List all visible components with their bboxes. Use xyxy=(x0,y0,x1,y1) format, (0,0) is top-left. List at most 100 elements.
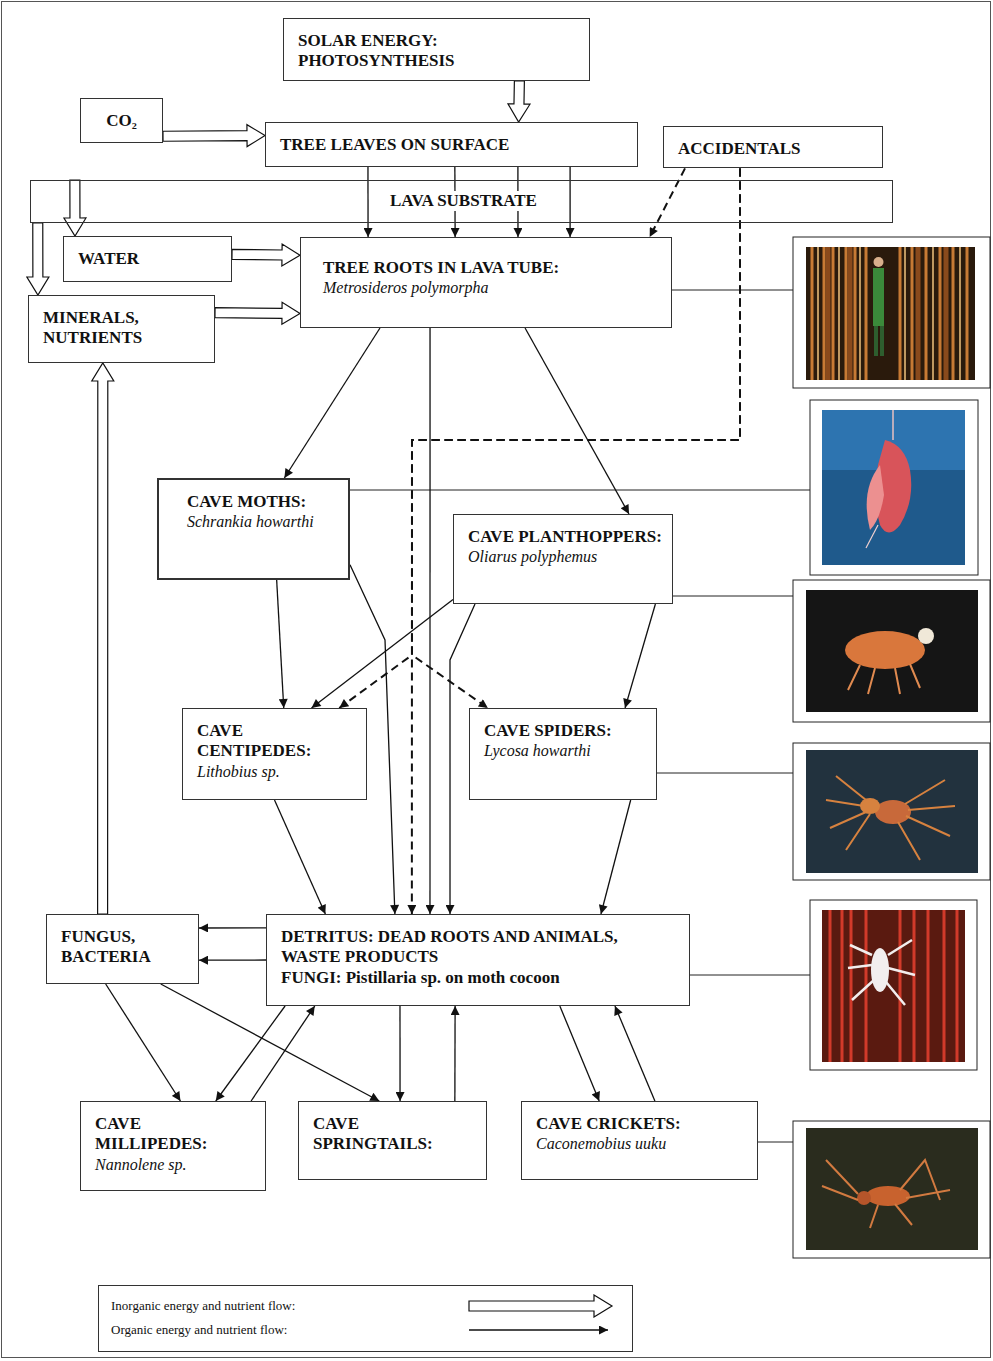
photo-frame xyxy=(810,900,977,1070)
box-text: FUNGUS, BACTERIA xyxy=(61,927,188,968)
process-box: CAVE SPIDERS:Lycosa howarthi xyxy=(469,708,657,800)
box-text: CO₂ xyxy=(85,111,158,131)
root-strands xyxy=(828,247,946,380)
organic-flow-arrow xyxy=(275,800,326,914)
organic-flow-arrow xyxy=(560,1006,599,1101)
moth-figure xyxy=(892,410,894,440)
process-box: CAVE SPRINGTAILS: xyxy=(298,1101,487,1180)
moth-figure xyxy=(867,465,884,530)
organic-flow-arrow xyxy=(199,927,266,929)
organic-flow-arrow xyxy=(312,600,454,709)
process-box: FUNGUS, BACTERIA xyxy=(46,914,199,984)
leader-line xyxy=(690,975,810,976)
process-box: CAVE CENTIPEDES:Lithobius sp. xyxy=(182,708,367,800)
process-box: SOLAR ENERGY: PHOTOSYNTHESIS xyxy=(283,18,590,81)
process-box: CAVE MILLIPEDES:Nannolene sp. xyxy=(80,1101,266,1191)
legend-swatch xyxy=(466,1294,616,1318)
leader-line xyxy=(350,490,810,491)
species-name: Lycosa howarthi xyxy=(484,741,646,760)
species-name: Lithobius sp. xyxy=(197,762,356,781)
inorganic-flow-arrow xyxy=(163,125,265,147)
planthopper-figure xyxy=(848,664,920,694)
organic-flow-arrow xyxy=(106,984,181,1101)
photo-ground xyxy=(822,910,965,1062)
person-figure xyxy=(880,326,884,356)
process-box: CAVE MOTHS:Schrankia howarthi xyxy=(157,478,350,580)
root-strands xyxy=(818,247,960,380)
box-text: CAVE SPRINGTAILS: xyxy=(313,1114,476,1155)
species-name: Schrankia howarthi xyxy=(187,512,338,531)
organic-flow-arrow xyxy=(399,1006,400,1101)
box-text: TREE ROOTS IN LAVA TUBE: xyxy=(323,258,661,278)
leader-line xyxy=(673,596,793,597)
fungus-figure xyxy=(848,940,915,1005)
organic-flow-arrow xyxy=(454,1006,456,1101)
organic-flow-arrow xyxy=(650,168,685,237)
photo-ground xyxy=(806,247,975,380)
legend-box: Inorganic energy and nutrient flow:Organ… xyxy=(98,1285,633,1352)
species-name: Metrosideros polymorpha xyxy=(323,278,661,297)
photo-ground xyxy=(806,1128,978,1250)
photo-frame xyxy=(793,743,990,880)
process-box: DETRITUS: DEAD ROOTS AND ANIMALS, WASTE … xyxy=(266,914,690,1006)
box-text: ACCIDENTALS xyxy=(678,139,872,159)
organic-flow-arrow xyxy=(216,1006,285,1101)
legend-swatch xyxy=(466,1318,616,1342)
person-figure xyxy=(874,257,884,267)
species-name: Caconemobius uuku xyxy=(536,1134,747,1153)
cricket-figure xyxy=(866,1186,910,1206)
leader-line xyxy=(672,290,793,291)
box-text: CAVE MOTHS: xyxy=(187,492,338,512)
photo-frame xyxy=(810,400,978,575)
inorganic-flow-arrow xyxy=(215,302,300,324)
photo-frame xyxy=(793,580,990,722)
box-text: CAVE PLANTHOPPERS: xyxy=(468,527,662,547)
process-box: WATER xyxy=(63,236,232,282)
box-text: WATER xyxy=(78,249,221,269)
box-text: MINERALS, NUTRIENTS xyxy=(43,308,204,349)
photo-frame xyxy=(793,1121,990,1258)
process-box: CO₂ xyxy=(80,98,163,143)
species-name: Oliarus polyphemus xyxy=(468,547,662,566)
organic-flow-arrow xyxy=(367,167,368,237)
organic-flow-arrow xyxy=(615,1006,655,1101)
organic-flow-arrow xyxy=(251,1006,315,1101)
fungus-figure xyxy=(871,948,889,992)
organic-flow-arrow xyxy=(277,580,284,708)
inorganic-flow-arrow xyxy=(92,363,114,914)
inorganic-flow-arrow xyxy=(64,180,86,236)
organic-flow-arrow xyxy=(284,328,380,478)
photo-frame xyxy=(793,237,990,388)
box-text: DETRITUS: DEAD ROOTS AND ANIMALS, WASTE … xyxy=(281,927,679,968)
legend-arrow xyxy=(469,1295,612,1317)
box-text: CAVE CRICKETS: xyxy=(536,1114,747,1134)
organic-flow-arrow xyxy=(625,604,655,708)
organic-flow-arrow xyxy=(429,328,430,914)
species-name: Nannolene sp. xyxy=(95,1155,255,1174)
substrate-band: LAVA SUBSTRATE xyxy=(30,180,893,223)
person-figure xyxy=(873,268,884,326)
cricket-figure xyxy=(857,1191,871,1205)
process-box: TREE LEAVES ON SURFACE xyxy=(265,122,638,167)
box-text: FUNGI: Pistillaria sp. on moth cocoon xyxy=(281,968,679,988)
box-text: LAVA SUBSTRATE xyxy=(385,191,542,211)
moth-figure xyxy=(866,525,878,548)
photo-ground xyxy=(806,590,978,712)
person-figure xyxy=(874,326,878,356)
box-text: CAVE CENTIPEDES: xyxy=(197,721,356,762)
legend-arrow xyxy=(469,1329,608,1330)
inorganic-flow-arrow xyxy=(27,223,49,295)
cricket-figure xyxy=(822,1160,950,1228)
inorganic-flow-arrow xyxy=(508,81,530,122)
process-box: TREE ROOTS IN LAVA TUBE:Metrosideros pol… xyxy=(300,237,672,328)
leader-line xyxy=(657,773,793,774)
inorganic-flow-arrow xyxy=(232,244,300,266)
spider-figure xyxy=(826,776,955,860)
root-strands xyxy=(830,910,957,1062)
process-box: MINERALS, NUTRIENTS xyxy=(28,295,215,363)
organic-flow-arrow xyxy=(199,959,266,961)
process-box: ACCIDENTALS xyxy=(663,126,883,168)
legend-text: Inorganic energy and nutrient flow: xyxy=(111,1298,466,1314)
box-text: TREE LEAVES ON SURFACE xyxy=(280,135,627,155)
photo-ground xyxy=(822,410,965,565)
